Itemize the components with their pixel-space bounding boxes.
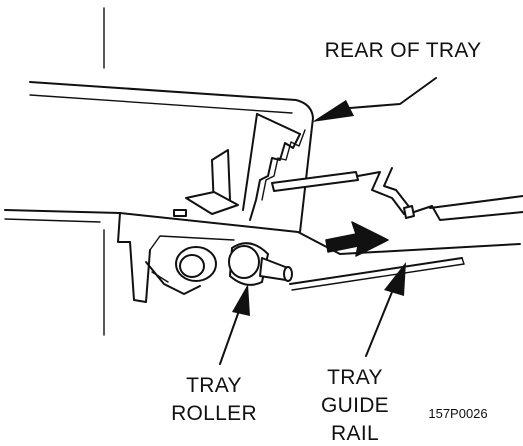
rear-of-tray-arrowhead — [312, 100, 354, 122]
tray-roller-leader — [219, 307, 241, 365]
label-tray-guide-rail-line2: GUIDE — [321, 394, 389, 417]
tray-body — [117, 212, 521, 303]
label-tray-roller-line2: ROLLER — [171, 402, 257, 425]
latch-tab — [173, 149, 239, 217]
tray-guide-rail-arrowhead — [384, 262, 406, 296]
tray-roller-arrowhead — [232, 284, 250, 316]
spring-wire — [271, 167, 523, 221]
direction-arrow — [325, 221, 389, 257]
tray-roller — [175, 242, 293, 286]
label-tray-guide-rail-line3: RAIL — [331, 422, 379, 445]
label-tray-roller-line1: TRAY — [186, 374, 242, 397]
label-rear-of-tray: REAR OF TRAY — [325, 39, 482, 62]
figure-code: 157P0026 — [428, 406, 487, 421]
tray-guide-rail-leader — [365, 291, 393, 357]
tray-guide-rail — [289, 257, 465, 291]
label-tray-guide-rail-line1: TRAY — [327, 366, 383, 389]
tray-top-surface — [4, 81, 314, 233]
rear-panel-cutaway — [242, 113, 306, 221]
rear-of-tray-leader — [349, 77, 437, 109]
